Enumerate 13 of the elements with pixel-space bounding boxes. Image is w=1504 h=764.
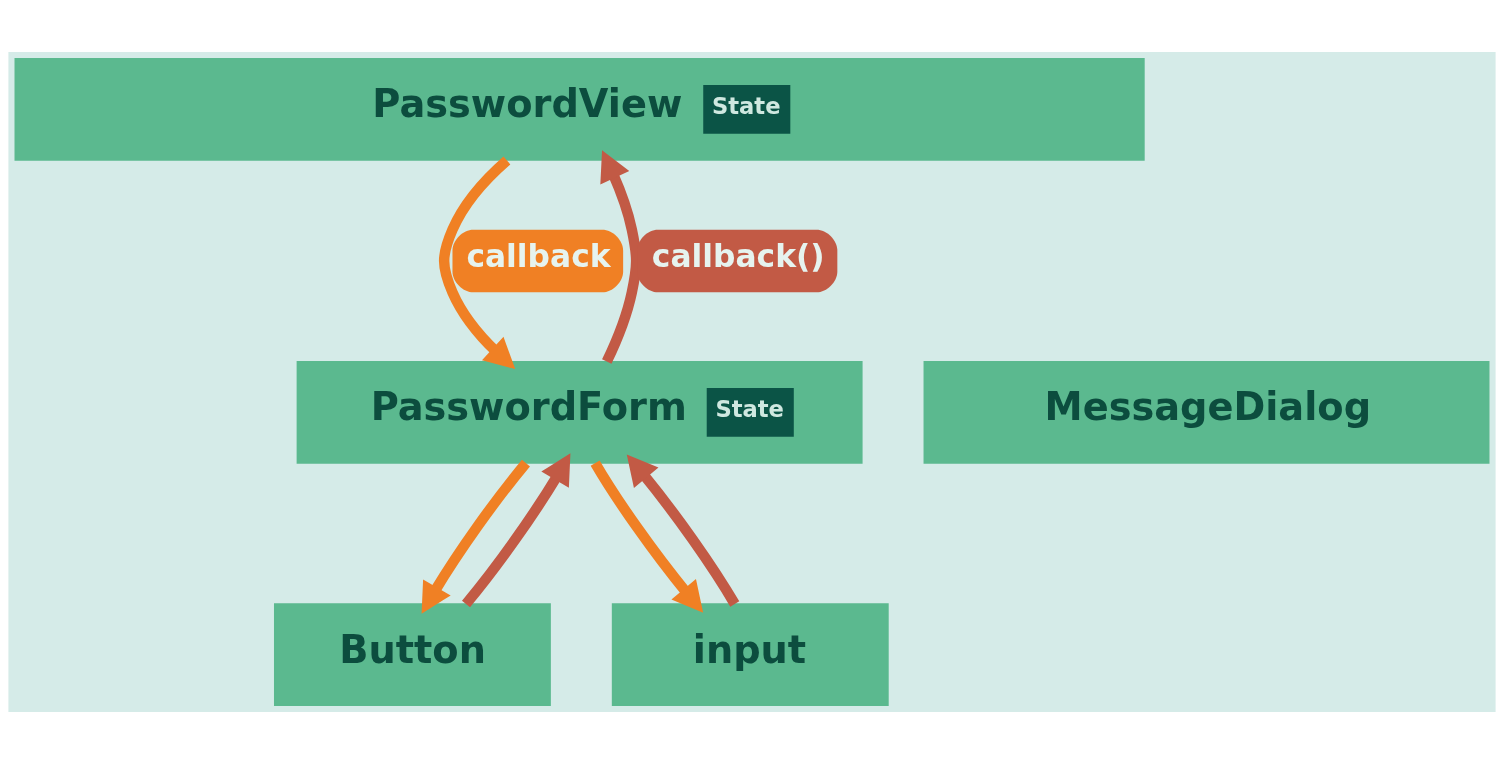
arrow bbox=[421, 459, 530, 614]
node-box: PasswordForm State bbox=[296, 361, 863, 464]
node-box: Button bbox=[274, 603, 551, 706]
arrow bbox=[438, 156, 516, 370]
arrow bbox=[600, 150, 642, 364]
edge-label: callback bbox=[466, 237, 611, 274]
arrow bbox=[626, 454, 740, 607]
arrow bbox=[461, 453, 571, 608]
node-box: MessageDialog bbox=[923, 361, 1490, 464]
edge-label: callback() bbox=[651, 237, 825, 274]
node-box: input bbox=[611, 603, 889, 706]
arrow bbox=[590, 460, 704, 613]
node-box: PasswordView State bbox=[14, 58, 1145, 161]
